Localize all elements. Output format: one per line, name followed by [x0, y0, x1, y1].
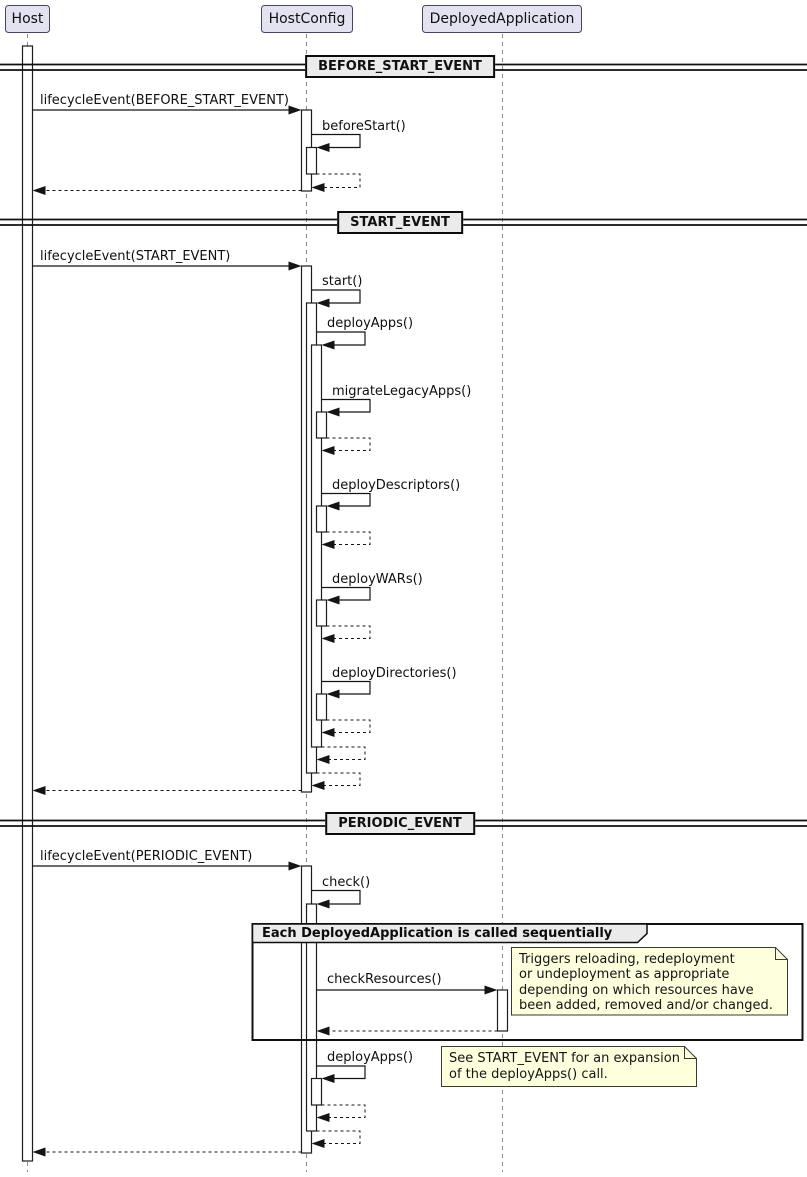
divider-periodic-event: PERIODIC_EVENT: [325, 812, 475, 835]
arrow-check-return: [311, 1130, 361, 1148]
participant-deployedapplication: DeployedApplication: [422, 5, 582, 33]
arrow-lifecycle-periodic: [32, 861, 302, 871]
activation-migratelegacyapps: [315, 411, 328, 439]
note-triggers-reloading: [511, 947, 788, 1016]
arrow-checkresources-call: [316, 985, 498, 995]
activation-deployapps: [310, 344, 323, 748]
message-label-beforestart: beforeStart(): [322, 118, 406, 134]
arrow-deploywars-call: [321, 586, 371, 605]
message-label-migratelegacyapps: migrateLegacyApps(): [332, 383, 472, 399]
note-line: depending on which resources have: [519, 982, 754, 998]
activation-deployedapplication: [496, 989, 509, 1032]
message-label-deployapps-periodic: deployApps(): [327, 1049, 414, 1065]
arrow-check-call: [311, 889, 361, 909]
note-line: of the deployApps() call.: [449, 1066, 608, 1082]
participant-host-label: Host: [11, 11, 44, 27]
note-line: been added, removed and/or changed.: [519, 998, 773, 1013]
message-label-deploywars: deployWARs(): [332, 571, 423, 587]
arrow-start-call: [311, 289, 361, 308]
group-title: Each DeployedApplication is called seque…: [262, 926, 613, 941]
activation-bars: [21, 45, 509, 1162]
arrow-migratelegacyapps-call: [321, 398, 371, 417]
message-label-start: start(): [322, 274, 363, 289]
divider-before-start-event: BEFORE_START_EVENT: [305, 55, 495, 78]
message-label-deployapps: deployApps(): [327, 316, 414, 331]
arrow-deployapps-call: [316, 331, 366, 350]
arrow-beforestart-return: [311, 173, 361, 192]
arrow-checkresources-return: [316, 1026, 498, 1036]
participant-hostconfig-label: HostConfig: [268, 11, 346, 27]
arrow-beforestart-call: [311, 133, 361, 152]
arrow-deploydirectories-call: [321, 680, 371, 699]
note-line: See START_EVENT for an expansion: [449, 1051, 680, 1066]
message-label-deploydirectories: deployDirectories(): [332, 665, 457, 681]
arrow-migratelegacyapps-return: [321, 437, 371, 455]
arrow-deploydescriptors-call: [321, 492, 371, 511]
arrow-deployapps-periodic-call: [316, 1065, 366, 1083]
message-label-lifecycle-periodic: lifecycleEvent(PERIODIC_EVENT): [40, 849, 253, 864]
group-frame: [251, 923, 804, 1041]
message-label-lifecycle-start: lifecycleEvent(START_EVENT): [40, 249, 231, 264]
group-header-pentagon: [251, 923, 648, 944]
arrow-deploydirectories-return: [321, 719, 371, 737]
arrow-start-return: [311, 772, 361, 790]
participant-hostconfig: HostConfig: [261, 5, 353, 33]
arrow-return-to-host-periodic: [32, 1147, 302, 1157]
activation-deploydescriptors: [315, 505, 328, 533]
note-see-start-event: [441, 1046, 697, 1087]
message-label-deploydescriptors: deployDescriptors(): [332, 477, 461, 493]
participant-host: Host: [5, 5, 50, 33]
arrow-lifecycle-before-start: [32, 105, 302, 115]
activation-deploydirectories: [315, 693, 328, 721]
activation-deployapps-periodic: [310, 1077, 323, 1106]
participant-deployedapplication-label: DeployedApplication: [429, 11, 575, 27]
message-label-lifecycle-before-start: lifecycleEvent(BEFORE_START_EVENT): [40, 93, 289, 108]
activation-deploywars: [315, 599, 328, 627]
activation-host: [21, 45, 34, 1162]
message-label-check: check(): [322, 874, 371, 890]
message-label-checkresources: checkResources(): [327, 972, 442, 987]
arrow-return-to-host-before: [32, 186, 302, 195]
activation-beforestart: [305, 146, 318, 175]
activation-check: [305, 903, 318, 1132]
arrow-return-to-host-start: [32, 786, 302, 795]
divider-start-event: START_EVENT: [337, 210, 463, 234]
note-dogear: [775, 947, 788, 960]
arrow-deployapps-periodic-return: [316, 1104, 366, 1122]
arrow-lifecycle-start: [32, 261, 302, 271]
note-see-start-event-text: See START_EVENT for an expansion of the …: [449, 1051, 680, 1082]
note-line: Triggers reloading, redeployment: [519, 951, 735, 967]
divider-lines: [0, 63, 807, 827]
note-triggers-reloading-text: Triggers reloading, redeployment or unde…: [519, 952, 773, 1014]
arrow-deploydescriptors-return: [321, 531, 371, 549]
arrow-deployapps-return: [316, 746, 366, 764]
arrow-deploywars-return: [321, 625, 371, 643]
note-dogear: [684, 1046, 697, 1059]
note-line: or undeployment as appropriate: [519, 967, 730, 982]
